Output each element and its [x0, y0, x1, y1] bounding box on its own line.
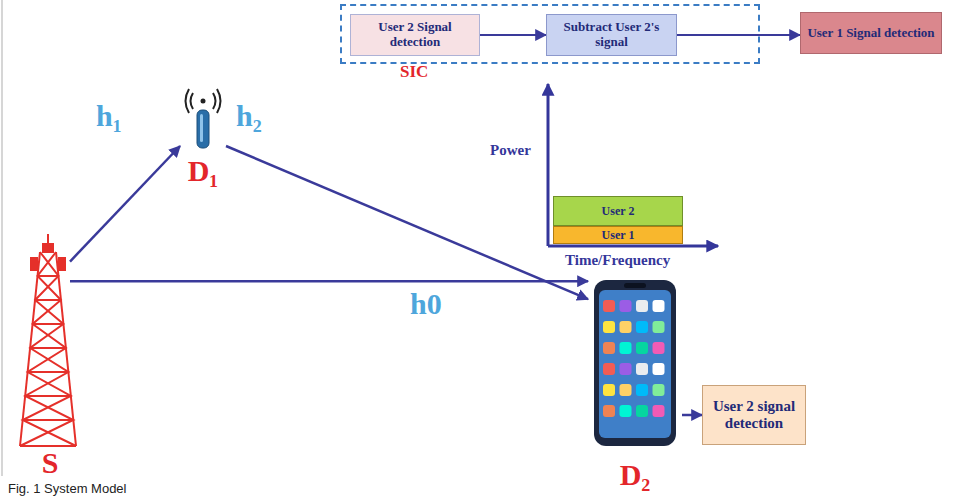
- channel-label: h0: [410, 288, 442, 320]
- app-icon: [603, 321, 615, 333]
- box-label: User 1: [602, 228, 635, 242]
- power-axes: [548, 84, 718, 246]
- app-icon: [603, 300, 615, 312]
- app-icon: [653, 363, 665, 375]
- tower-illustration: [59, 258, 65, 270]
- antenna-illustration: [197, 110, 209, 148]
- signal-arrow: [70, 280, 588, 283]
- signal-arrow: [682, 414, 702, 417]
- node-label: S: [42, 448, 59, 478]
- axis-label: Time/Frequency: [565, 252, 670, 269]
- box-label: User 2 Signal detection: [357, 20, 473, 50]
- process-box: User 2 signal detection: [702, 385, 806, 445]
- figure-frame: [1, 0, 3, 476]
- power-block: User 2: [553, 196, 683, 226]
- figure-caption: Fig. 1 System Model: [8, 481, 127, 496]
- phone-app-icons: [603, 300, 665, 417]
- box-label: User 1 Signal detection: [807, 26, 934, 41]
- app-icon: [620, 384, 632, 396]
- tower-illustration: [31, 258, 37, 270]
- antenna-illustration: [186, 89, 221, 148]
- app-icon: [636, 342, 648, 354]
- node-label: D₂: [620, 460, 651, 490]
- app-icon: [636, 384, 648, 396]
- process-box: User 1 Signal detection: [800, 12, 942, 54]
- power-block: User 1: [553, 226, 683, 244]
- app-icon: [603, 384, 615, 396]
- relay-node: D₁: [180, 86, 226, 186]
- node-label: D₁: [188, 156, 219, 186]
- antenna-illustration: [186, 89, 221, 113]
- phone-illustration: [624, 283, 646, 288]
- channel-label: h₂: [236, 100, 262, 132]
- phone-illustration: [599, 290, 671, 438]
- app-icon: [603, 405, 615, 417]
- tower-illustration: [20, 234, 76, 446]
- axis-label: Power: [490, 142, 531, 159]
- signal-arrow: [70, 146, 180, 262]
- app-icon: [636, 321, 648, 333]
- app-icon: [653, 384, 665, 396]
- node-label: SIC: [400, 63, 428, 81]
- app-icon: [603, 363, 615, 375]
- source-node: S: [30, 232, 70, 478]
- app-icon: [653, 342, 665, 354]
- power-axes: [547, 84, 550, 246]
- app-icon: [620, 300, 632, 312]
- app-icon: [620, 363, 632, 375]
- app-icon: [653, 321, 665, 333]
- channel-label: h₁: [96, 100, 122, 132]
- antenna-illustration: [201, 99, 206, 104]
- tower-illustration: [43, 244, 53, 252]
- app-icon: [636, 300, 648, 312]
- power-axes: [548, 245, 718, 248]
- phone-illustration: [594, 280, 676, 446]
- box-label: Subtract User 2's signal: [553, 20, 670, 50]
- antenna-illustration: [200, 114, 203, 142]
- phone-illustration: [594, 280, 676, 446]
- app-icon: [603, 342, 615, 354]
- process-box: Subtract User 2's signal: [546, 14, 677, 56]
- signal-arrow: [226, 146, 588, 299]
- signal-arrow: [480, 34, 546, 36]
- process-box: User 2 Signal detection: [350, 14, 480, 56]
- signal-arrow: [677, 34, 800, 36]
- app-icon: [620, 342, 632, 354]
- sic-group: SICUser 2 Signal detectionSubtract User …: [340, 4, 760, 64]
- user-node: D₂: [588, 278, 682, 490]
- box-label: User 2: [602, 204, 635, 218]
- app-icon: [636, 405, 648, 417]
- app-icon: [620, 321, 632, 333]
- app-icon: [620, 405, 632, 417]
- tower-illustration: [20, 276, 76, 446]
- app-icon: [636, 363, 648, 375]
- app-icon: [653, 405, 665, 417]
- app-icon: [653, 300, 665, 312]
- box-label: User 2 signal detection: [709, 398, 799, 433]
